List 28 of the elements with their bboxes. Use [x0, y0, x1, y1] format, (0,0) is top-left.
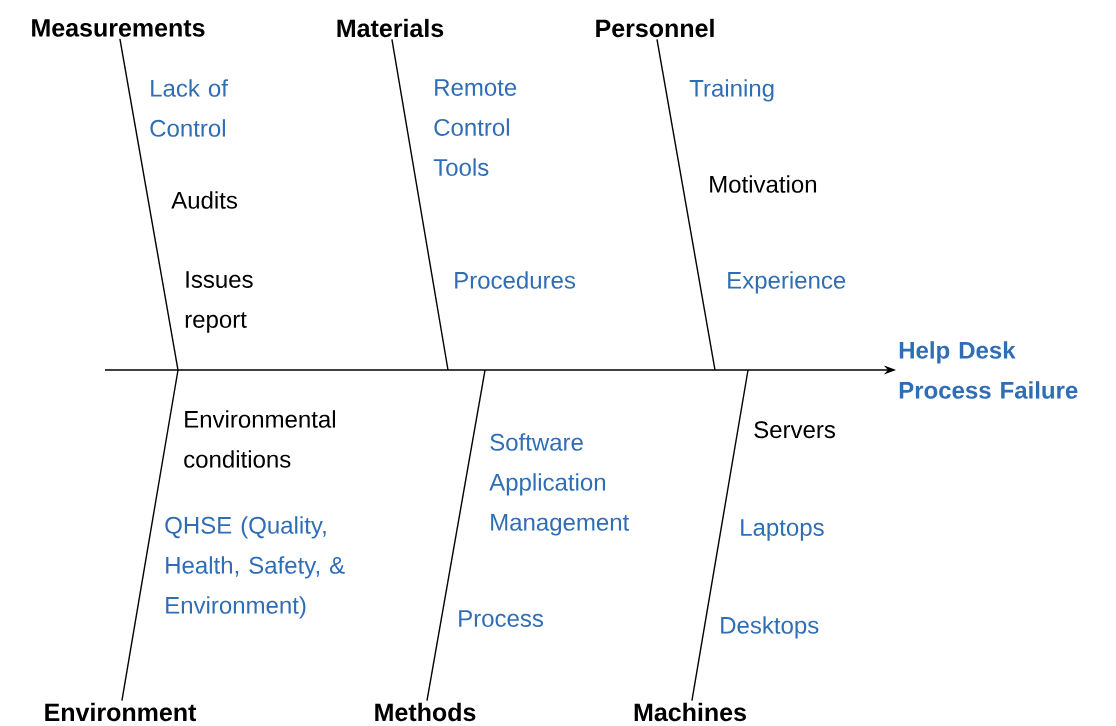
bone-line: [426, 369, 486, 702]
bone-line: [691, 369, 749, 702]
bone-line: [121, 369, 179, 702]
cause-label: Desktops: [721, 616, 819, 639]
category-label: Measurements: [32, 19, 205, 37]
cause-label: Servers: [754, 421, 835, 439]
cause-label: Laptops: [741, 519, 824, 541]
category-label: Personnel: [596, 18, 714, 38]
cause-label: Audits: [171, 191, 238, 209]
cause-label: Experience: [728, 271, 846, 294]
cause-label: Process: [459, 610, 544, 627]
cause-label: Remote Control Tools: [433, 79, 517, 176]
category-label: Environment: [45, 702, 197, 722]
bone-line: [391, 38, 449, 371]
effect-label: Help Desk Process Failure: [899, 341, 1078, 399]
bone-line: [656, 38, 716, 371]
category-label: Materials: [337, 18, 444, 38]
cause-label: Training: [689, 79, 774, 102]
category-label: Machines: [634, 702, 746, 722]
cause-label: Lack of Control: [150, 79, 228, 137]
category-label: Methods: [375, 702, 476, 722]
cause-label: Procedures: [455, 271, 576, 289]
cause-label: Motivation: [710, 175, 817, 193]
cause-label: Environmental conditions: [184, 410, 335, 468]
cause-label: Software Application Management: [489, 433, 630, 536]
cause-label: QHSE (Quality, Health, Safety, & Environment): [165, 516, 345, 619]
cause-label: Issues report: [185, 271, 253, 333]
bone-line: [119, 38, 179, 371]
